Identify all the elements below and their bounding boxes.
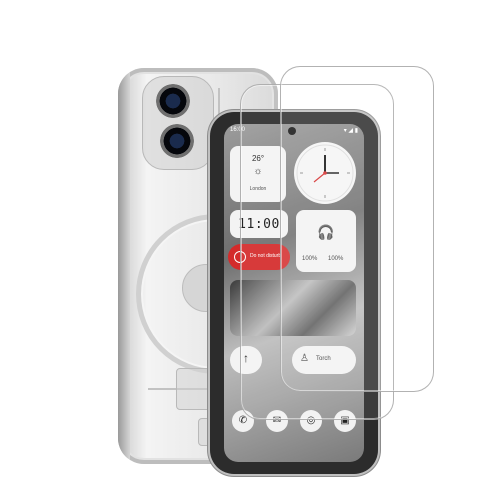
analog-clock-widget[interactable]	[294, 142, 356, 204]
sun-icon: ☼	[253, 166, 263, 177]
browser-icon[interactable]: ◎	[300, 410, 322, 432]
status-icons: ▾ ◢ ▮	[343, 128, 358, 134]
camera-app-icon[interactable]: ▣	[334, 410, 356, 432]
dnd-label: Do not disturb	[250, 253, 282, 259]
weather-widget[interactable]: 26° ☼ London	[230, 146, 286, 202]
right-bud-battery: 100%	[328, 256, 344, 262]
earbuds-icon: 🎧	[317, 224, 335, 240]
screen-protector-front	[240, 84, 394, 420]
torch-label: Torch	[316, 356, 331, 362]
phone-frame-edge	[118, 68, 130, 464]
screen-protector-back	[280, 66, 434, 392]
digital-time-widget[interactable]: 11:00	[230, 210, 288, 238]
do-not-disturb-toggle[interactable]: Do not disturb	[228, 244, 290, 270]
earbuds-battery-widget[interactable]: 🎧 100% 100%	[296, 210, 356, 272]
arrow-up-icon: ↑	[243, 351, 249, 365]
front-camera-icon	[288, 127, 296, 135]
torch-icon: ♙	[300, 353, 309, 364]
status-time: 16:00	[230, 127, 246, 133]
messages-icon[interactable]: ✉	[266, 410, 288, 432]
camera-lens-main	[156, 84, 190, 118]
clock-face-icon	[296, 144, 354, 202]
photo-widget[interactable]	[230, 280, 356, 336]
torch-toggle[interactable]: ♙ Torch	[292, 346, 356, 374]
app-dock: ✆ ✉ ◎ ▣	[230, 410, 358, 434]
camera-lens-secondary	[160, 124, 194, 158]
digital-time: 11:00	[238, 217, 280, 232]
weather-city: London	[249, 186, 267, 192]
arrow-widget[interactable]: ↑	[230, 346, 262, 374]
left-bud-battery: 100%	[302, 256, 318, 262]
weather-temp: 26°	[251, 154, 265, 163]
